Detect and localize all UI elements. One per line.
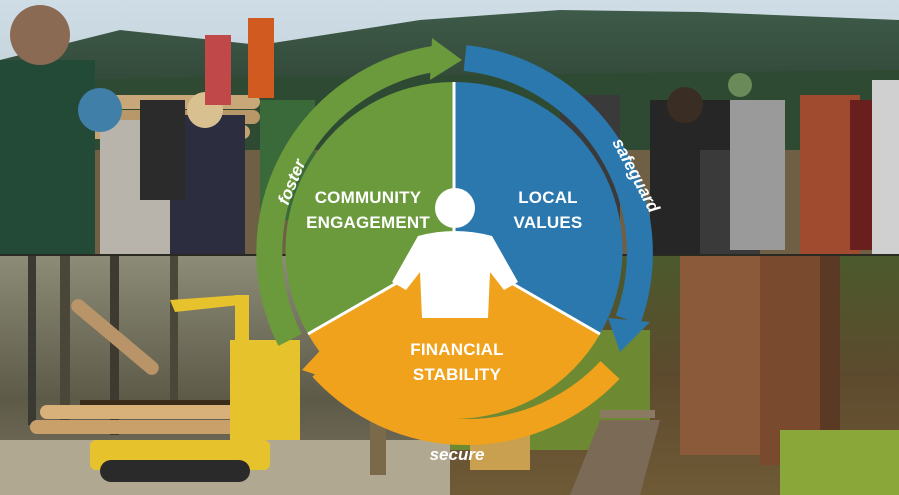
person-icon (392, 188, 518, 318)
safeguard-arrowhead (608, 318, 650, 352)
community-label-line2: ENGAGEMENT (306, 213, 430, 232)
local-label-line2: VALUES (514, 213, 583, 232)
foster-arrow (256, 45, 442, 346)
cycle-arrows (256, 38, 653, 446)
financial-label-line2: STABILITY (413, 365, 502, 384)
secure-arrow-label: secure (430, 445, 485, 464)
safeguard-arrow (463, 45, 653, 325)
community-label-line1: COMMUNITY (315, 188, 422, 207)
foster-arrowhead (430, 38, 462, 80)
local-label-line1: LOCAL (518, 188, 578, 207)
secure-arrow (312, 359, 620, 446)
financial-label-line1: FINANCIAL (410, 340, 503, 359)
